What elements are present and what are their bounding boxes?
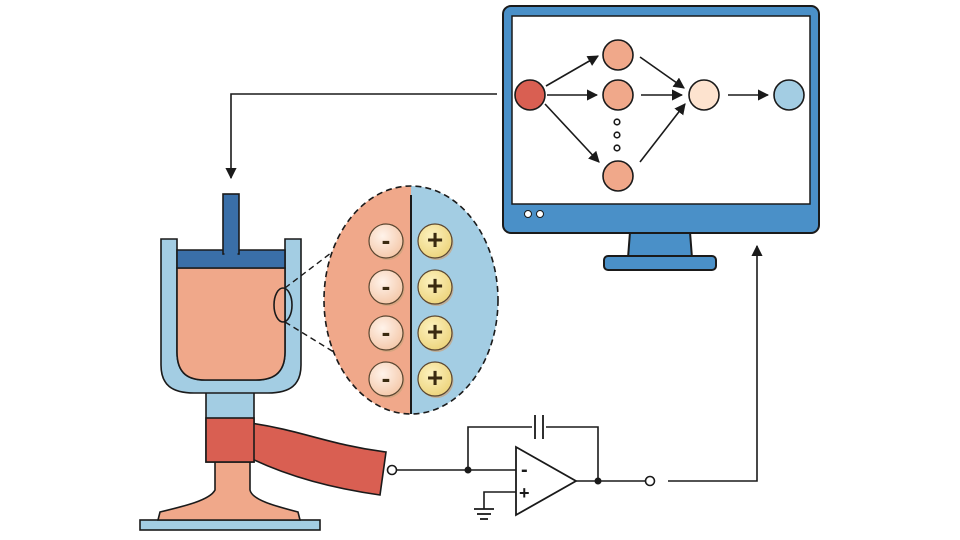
hidden-node-2 [602, 79, 634, 111]
edge-in-hn [544, 103, 600, 163]
positive-charge-1-body [417, 223, 453, 259]
zoom-oval [323, 185, 499, 415]
negative-charge-1-body [368, 223, 404, 259]
electrode-ribbon [249, 422, 387, 496]
output-terminal [644, 475, 656, 487]
input-node [514, 79, 546, 111]
positive-charge-2-body [417, 269, 453, 305]
negative-charge-4: - [368, 361, 405, 398]
edge-h1-c [639, 56, 685, 89]
positive-charge-2-symbol: + [427, 270, 443, 301]
piston-plate [176, 249, 286, 269]
base-plate [139, 519, 321, 531]
negative-charge-1: - [368, 223, 405, 260]
neural-network [544, 55, 770, 163]
positive-charge-2: + [417, 269, 454, 306]
negative-charge-4-body [368, 361, 404, 397]
zoom-line-top [284, 239, 349, 289]
electrode-terminal [386, 464, 398, 476]
ellipsis-dot-1 [613, 118, 621, 126]
op-amp-icon: - + [515, 445, 578, 517]
node-dot-output [594, 477, 602, 485]
positive-charge-4-symbol: + [427, 362, 443, 393]
op-amp-circuit [397, 426, 645, 509]
positive-charge-3-body [417, 315, 453, 351]
positive-charge-4-body [417, 361, 453, 397]
ellipsis-dot-2 [613, 131, 621, 139]
hidden-node-1 [602, 39, 634, 71]
feedback-left [467, 426, 532, 470]
negative-charge-2-symbol: - [382, 271, 391, 301]
negative-charge-3-body [368, 315, 404, 351]
beaker-cup-icon [139, 193, 321, 531]
cup-foot [156, 454, 302, 521]
output-to-monitor-arrow [668, 244, 763, 482]
ground-icon [474, 508, 494, 520]
monitor-to-cup-arrow [225, 93, 497, 180]
positive-charge-3: + [417, 315, 454, 352]
positive-charges: + + + + [417, 223, 454, 398]
output-node [773, 79, 805, 111]
electrode-band [205, 417, 255, 463]
ellipsis-dot-3 [613, 144, 621, 152]
positive-charge-3-symbol: + [427, 316, 443, 347]
combine-node [688, 79, 720, 111]
monitor-screen [511, 15, 811, 205]
negative-charge-3-symbol: - [382, 317, 391, 347]
negative-charge-2: - [368, 269, 405, 306]
node-dot-input [464, 466, 472, 474]
cup-liquid [176, 267, 286, 381]
negative-charge-2-body [368, 269, 404, 305]
positive-charge-4: + [417, 361, 454, 398]
edge-hn-c [639, 103, 686, 163]
edge-in-h1 [545, 55, 599, 87]
zoom-source-ring [273, 287, 293, 323]
monitor-icon [502, 5, 820, 271]
monitor-led-1 [524, 210, 532, 218]
positive-charge-1-symbol: + [427, 224, 443, 255]
op-amp-triangle [515, 445, 578, 517]
electrode-wire-icon [205, 417, 398, 496]
feedback-right [546, 426, 599, 481]
op-amp-plus-sign: + [519, 483, 530, 503]
monitor-led-2 [536, 210, 544, 218]
hidden-node-n [602, 160, 634, 192]
piston-rod [222, 193, 240, 255]
network-nodes [514, 39, 805, 192]
monitor-neck [626, 231, 694, 259]
piston-rod-cover [224, 248, 238, 256]
op-amp-minus-sign: - [521, 459, 528, 481]
negative-charges: - - - - [368, 223, 405, 398]
negative-charge-4-symbol: - [382, 363, 391, 393]
monitor-stand [603, 255, 717, 271]
wire-plus-ground [483, 491, 516, 509]
negative-charge-3: - [368, 315, 405, 352]
positive-charge-1: + [417, 223, 454, 260]
capacitor-icon [534, 415, 544, 439]
charge-double-layer-icon: - - - - + + + + [323, 185, 499, 415]
negative-charge-1-symbol: - [382, 225, 391, 255]
